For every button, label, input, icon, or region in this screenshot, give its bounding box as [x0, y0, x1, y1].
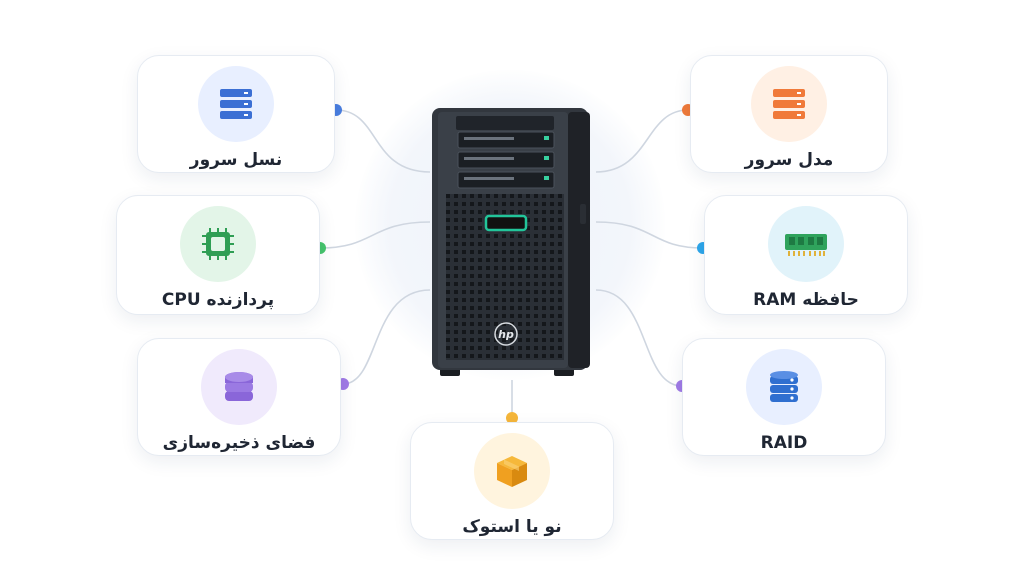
card-cpu: پردازنده CPU: [116, 195, 320, 315]
server-rack-icon: [751, 66, 827, 142]
label-server-model: مدل سرور: [744, 150, 834, 170]
card-server-model: مدل سرور: [690, 55, 888, 173]
server-rack-icon: [198, 66, 274, 142]
card-raid: RAID: [682, 338, 886, 456]
card-server-gen: نسل سرور: [137, 55, 335, 173]
connector-storage: [342, 289, 431, 385]
database-icon: [746, 349, 822, 425]
brand-logo: hp: [498, 328, 514, 341]
cpu-chip-icon: [180, 206, 256, 282]
label-raid: RAID: [760, 433, 808, 453]
tower-server-icon: hp: [432, 108, 590, 376]
label-cpu: پردازنده CPU: [161, 290, 275, 310]
label-condition: نو یا استوک: [462, 517, 562, 537]
connector-server-model: [595, 109, 689, 173]
card-ram: حافظه RAM: [704, 195, 908, 315]
dot-condition: [506, 412, 518, 424]
database-icon: [201, 349, 277, 425]
connector-server-gen: [335, 109, 431, 173]
ram-module-icon: [768, 206, 844, 282]
label-ram: حافظه RAM: [753, 290, 859, 310]
label-storage: فضای ذخیره‌سازی: [162, 433, 316, 453]
connector-ram: [595, 221, 704, 249]
card-condition: نو یا استوک: [410, 422, 614, 540]
label-server-gen: نسل سرور: [189, 150, 283, 170]
connector-cpu: [319, 221, 431, 249]
box-icon: [474, 433, 550, 509]
connector-raid: [595, 289, 683, 387]
card-storage: فضای ذخیره‌سازی: [137, 338, 341, 456]
